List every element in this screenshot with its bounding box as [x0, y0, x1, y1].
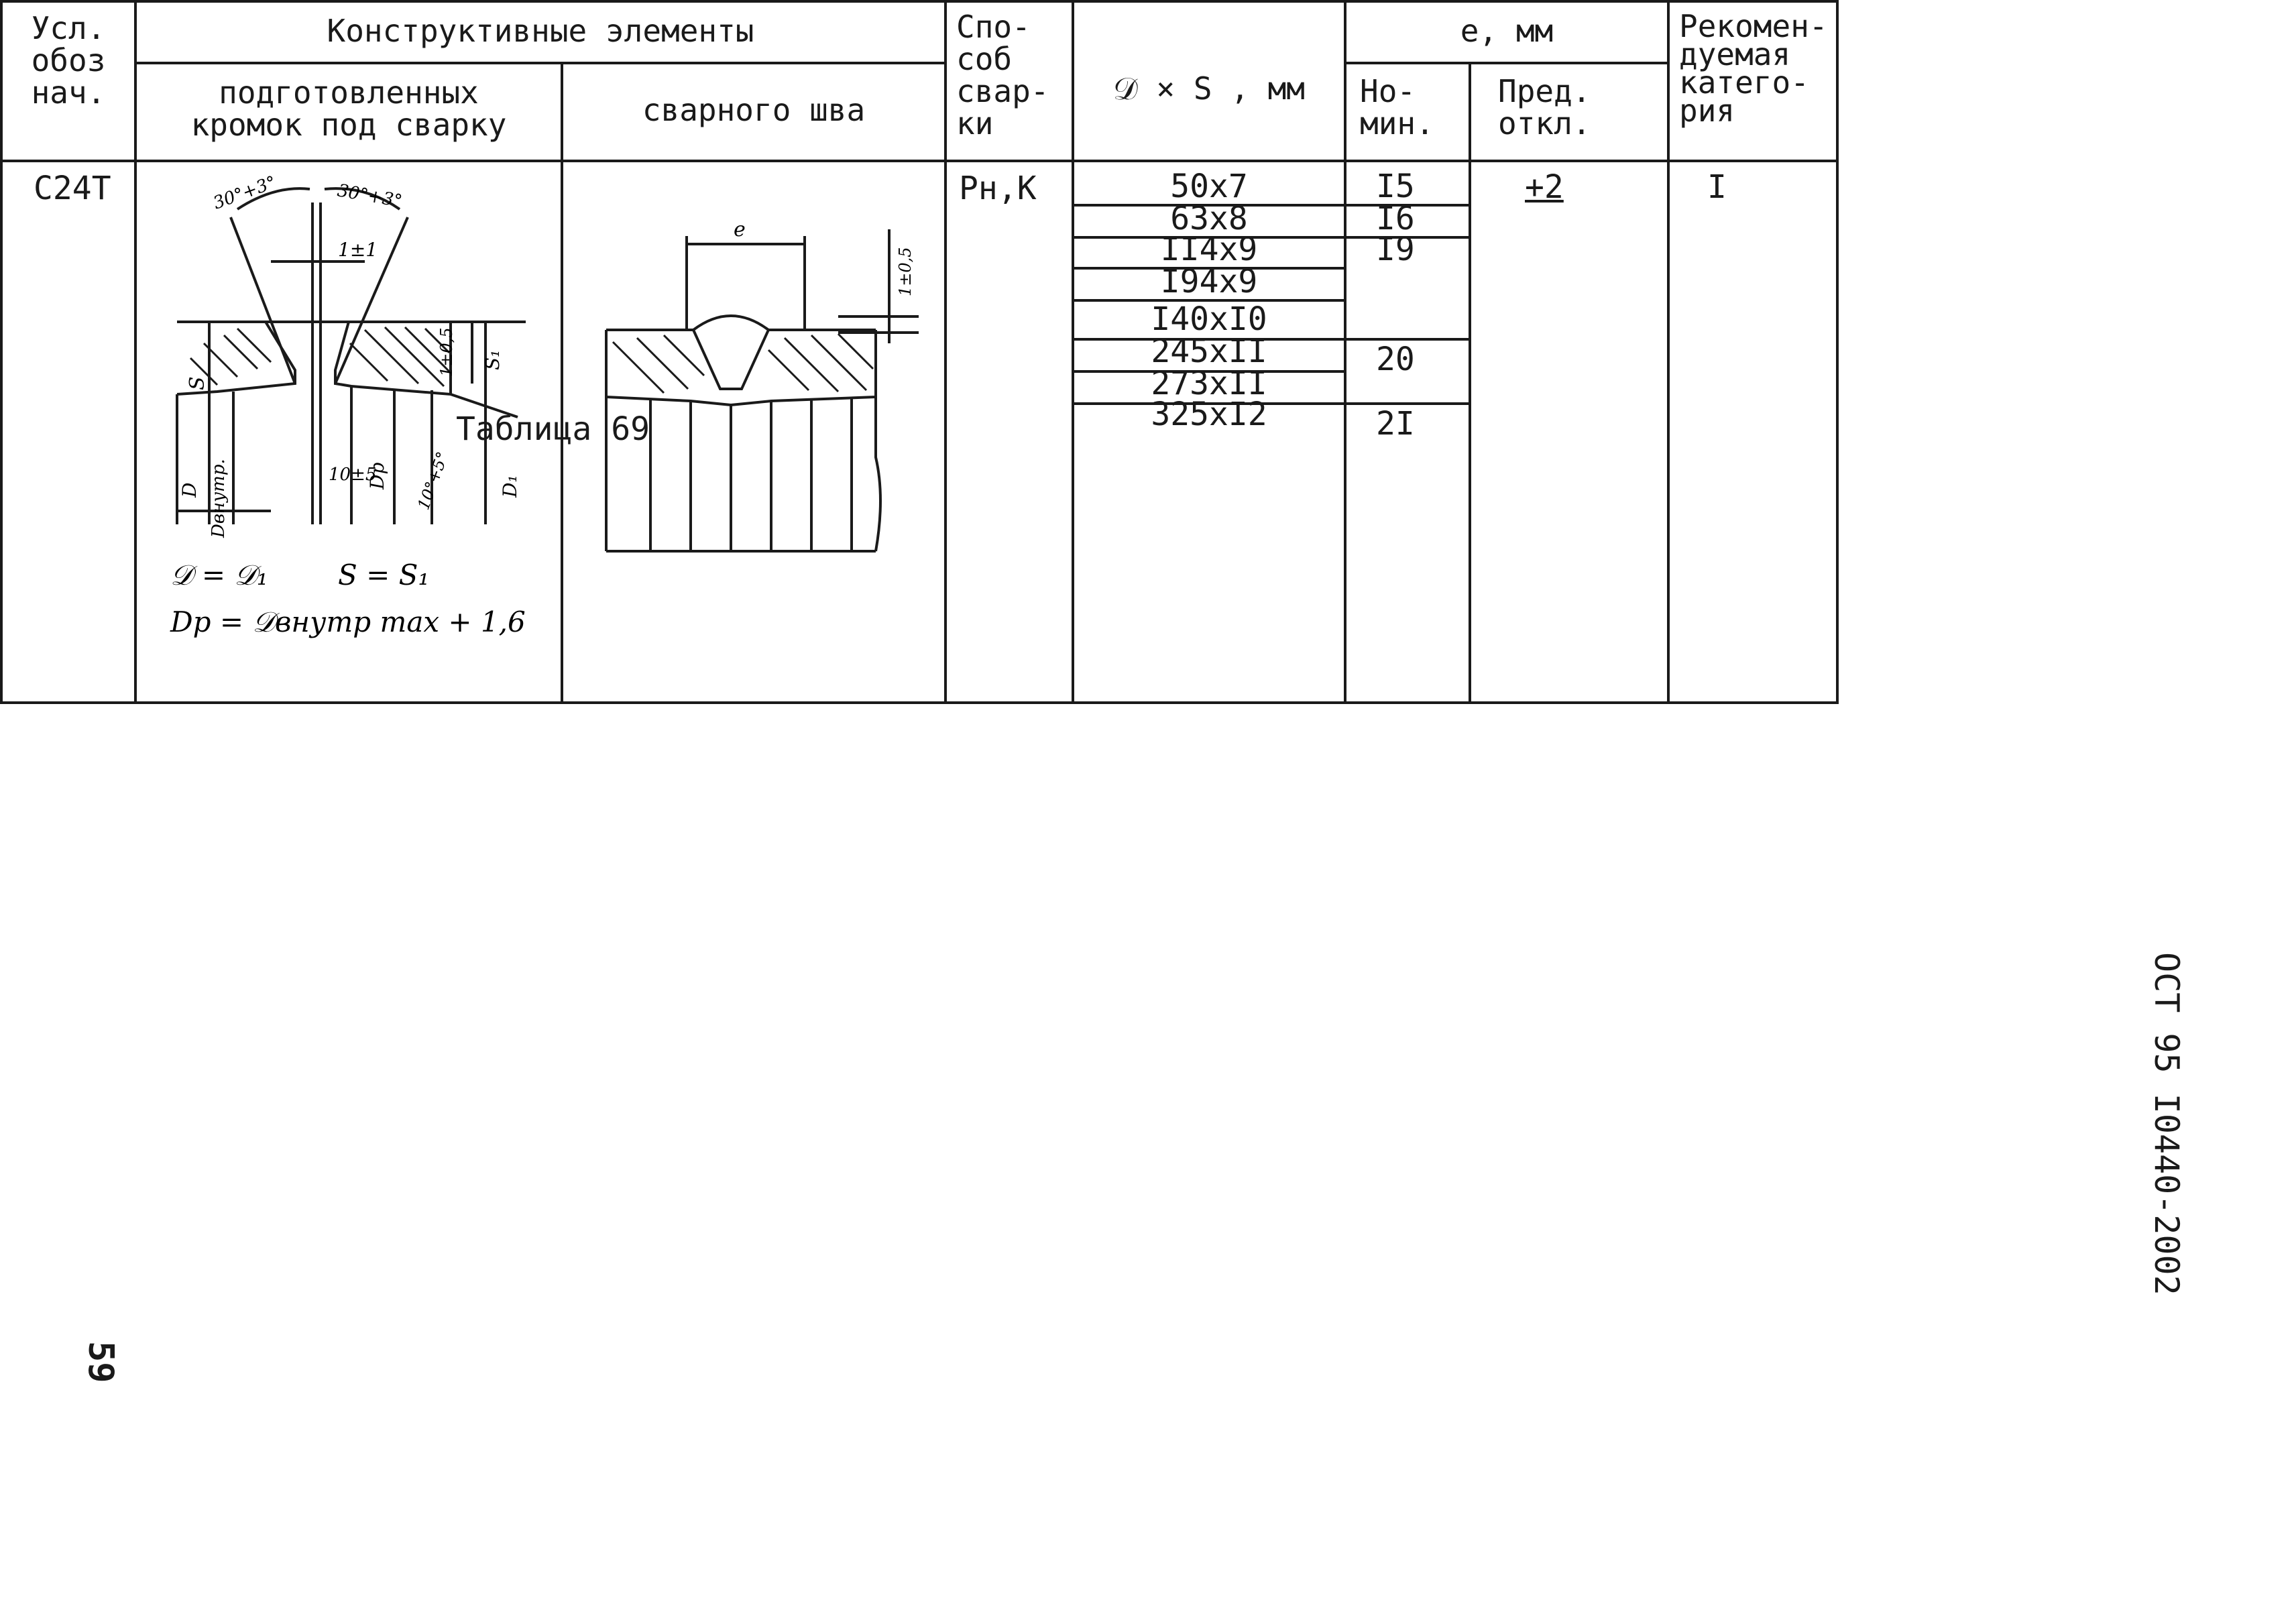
header-recommended-category: Рекомен- дуемая катего- рия [1667, 0, 1839, 162]
ds-value: 245xII [1151, 333, 1267, 370]
ds-value: I94x9 [1160, 263, 1258, 300]
e-nominal-value: 2I [1376, 405, 1415, 443]
header-structural-elements: Конструктивные элементы [133, 0, 948, 64]
prepared-edges-drawing: 30°+3° 30°+3° 1±1 1±0,5 S S₁ D Dвнутр. 1… [170, 172, 526, 638]
cell-designation: С24Т [0, 160, 137, 704]
welding-joint-table: Усл. обоз нач. Конструктивные элементы С… [0, 0, 1839, 704]
cell-e-deviation: +2 [1469, 160, 1670, 704]
header-prepared-edges: подготовленных кромок под сварку [134, 62, 563, 162]
svg-text:D: D [178, 483, 200, 498]
ds-value: 63x8 [1170, 200, 1248, 237]
svg-text:𝒟 = 𝒟₁: 𝒟 = 𝒟₁ [170, 559, 268, 591]
e-nominal-value: I9 [1376, 231, 1415, 268]
svg-text:S₁: S₁ [481, 350, 504, 370]
e-nominal-value: I6 [1376, 200, 1415, 237]
svg-text:S = S₁: S = S₁ [338, 559, 429, 591]
svg-text:S: S [186, 376, 209, 390]
e-nominal-value: 20 [1376, 341, 1415, 378]
svg-text:1±0,5: 1±0,5 [896, 247, 915, 296]
cell-diameter-thickness-list: 50x7 63x8 II4x9 I94x9 I40xI0 245xII 273x… [1072, 160, 1347, 704]
svg-text:10±5: 10±5 [329, 465, 376, 485]
cell-e-nominal: I5 I6 I9 20 2I [1344, 160, 1472, 704]
header-weld-seam: сварного шва [560, 62, 948, 162]
header-welding-method: Спо- соб свар- ки [944, 0, 1075, 162]
svg-text:D₁: D₁ [499, 475, 521, 498]
ds-value: 273xII [1151, 365, 1267, 402]
cell-recommended-category: I [1667, 160, 1839, 704]
svg-text:30°+3°: 30°+3° [336, 180, 404, 211]
cell-prepared-edges-drawing: 30°+3° 30°+3° 1±1 1±0,5 S S₁ D Dвнутр. 1… [134, 160, 563, 704]
svg-text:Dр: Dр [366, 463, 388, 490]
ds-value: 50x7 [1170, 168, 1248, 205]
header-designation: Усл. обоз нач. [0, 0, 137, 162]
page-number: 59 [80, 1341, 121, 1383]
header-deviation: Пред. откл. [1469, 62, 1670, 162]
ds-value: 325xI2 [1151, 396, 1267, 433]
svg-text:Dр = 𝒟внутр max + 1,6: Dр = 𝒟внутр max + 1,6 [170, 605, 526, 638]
cell-welding-method: Рн,К [944, 160, 1075, 704]
ds-value: II4x9 [1160, 231, 1258, 268]
document-code: ОСТ 95 I0440-2002 [2147, 952, 2186, 1295]
svg-text:10°+5°: 10°+5° [414, 449, 452, 512]
header-e-group: е, мм [1344, 0, 1670, 64]
svg-text:Dвнутр.: Dвнутр. [209, 459, 229, 538]
svg-text:1±0,5: 1±0,5 [437, 327, 456, 377]
table-caption: Таблица 69 [456, 410, 650, 448]
svg-text:1±1: 1±1 [338, 239, 378, 261]
weld-seam-drawing: е 1±0,5 [605, 218, 919, 553]
svg-text:е: е [734, 218, 746, 241]
ds-value: I40xI0 [1151, 300, 1267, 338]
e-nominal-value: I5 [1376, 168, 1415, 205]
cell-weld-seam-drawing: е 1±0,5 [560, 160, 948, 704]
header-diameter-thickness: 𝒟 × S , мм [1072, 0, 1347, 162]
svg-text:30°+3°: 30°+3° [211, 172, 279, 214]
header-nominal: Но- мин. [1344, 62, 1472, 162]
